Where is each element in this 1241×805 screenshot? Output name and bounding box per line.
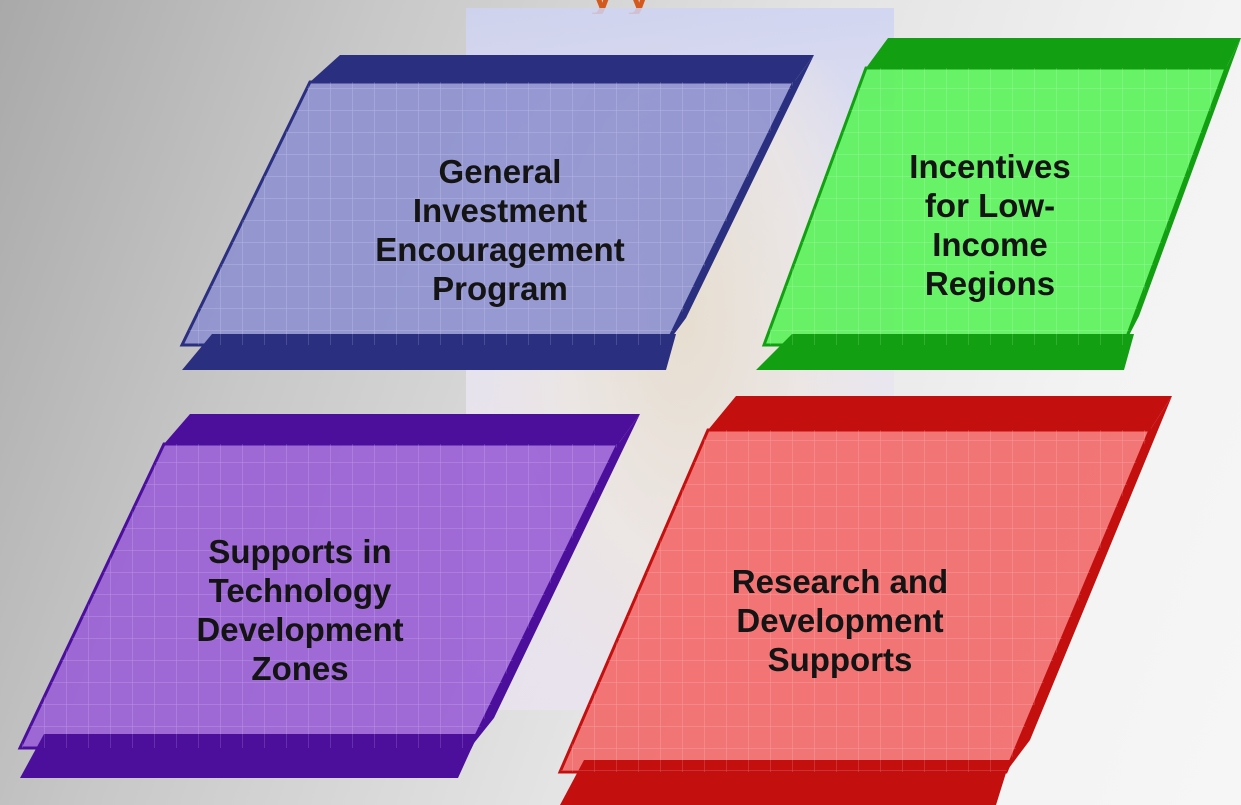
card-technology: [17, 414, 640, 778]
card-low-income-line-4: Regions: [924, 265, 1056, 302]
card-technology-top-face: [164, 414, 640, 444]
card-general-line-1: General: [438, 153, 562, 190]
card-technology-line-2: Technology: [208, 572, 392, 609]
card-research: [557, 396, 1172, 805]
card-research-line-3: Supports: [767, 640, 913, 678]
card-general-line-2: Investment: [412, 192, 588, 229]
card-general: [179, 55, 814, 370]
card-low-income-line-3: Income: [932, 226, 1048, 263]
card-low-income-top-face: [866, 38, 1241, 68]
card-low-income-side-face: [1124, 38, 1241, 345]
card-technology-line-3: Development: [196, 611, 404, 648]
card-general-label: General Investment Encouragement Program: [300, 130, 700, 330]
card-general-grid: [182, 82, 794, 345]
card-low-income-label: Incentives for Low- Income Regions: [840, 125, 1140, 325]
card-general-line-3: Encouragement: [375, 231, 625, 268]
card-general-top-face: [310, 55, 814, 82]
card-technology-grid: [20, 444, 618, 748]
card-research-grid: [560, 430, 1150, 772]
card-general-line-4: Program: [432, 270, 568, 307]
card-research-top-face: [708, 396, 1172, 430]
card-technology-line-4: Zones: [251, 650, 349, 687]
card-technology-line-1: Supports in: [208, 533, 392, 570]
card-general-side-face: [666, 55, 814, 345]
card-research-line-1: Research and: [731, 562, 949, 600]
card-research-side-face: [1006, 396, 1172, 772]
card-technology-side-face: [470, 414, 640, 748]
card-research-line-2: Development: [736, 601, 944, 639]
card-low-income: [756, 38, 1241, 370]
card-low-income-line-1: Incentives: [909, 148, 1071, 185]
card-low-income-line-2: for Low-: [924, 187, 1056, 224]
card-low-income-grid: [764, 68, 1226, 345]
card-research-label: Research and Development Supports: [680, 540, 1000, 700]
card-technology-label: Supports in Technology Development Zones: [160, 510, 440, 710]
